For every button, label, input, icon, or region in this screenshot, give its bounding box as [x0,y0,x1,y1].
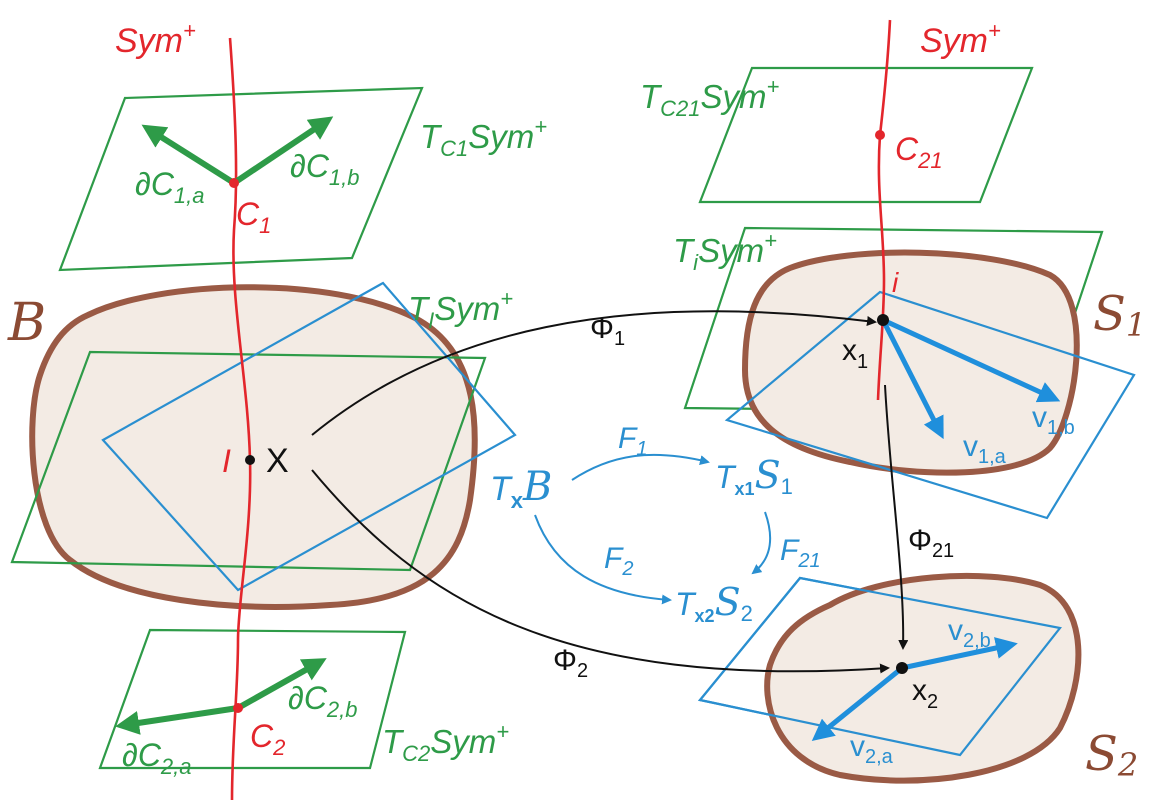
label-x2: x2 [912,674,938,713]
label-i-small: i [892,267,899,298]
point-c2 [233,703,243,713]
point-c21 [875,130,885,140]
label-x1: x1 [842,334,868,373]
map-f1 [571,453,710,481]
label-body-s2: S2 [1085,726,1138,784]
map-phi21 [884,384,909,650]
label-dc2b: ∂C2,b [288,680,358,722]
label-dc1b: ∂C1,b [290,148,360,190]
tangent-label-i-left: TISym+ [408,286,513,333]
map-f21 [751,511,772,575]
label-v2b: v2,b [948,614,991,652]
label-dc2a: ∂C2,a [122,737,192,779]
label-v1b: v1,b [1032,401,1075,439]
sym-label-right: Sym+ [920,18,1001,60]
label-f21: F21 [780,534,821,572]
point-x2 [896,662,908,674]
vector-v2b [901,637,1018,671]
label-body-b: B [7,293,46,353]
tangent-plane-s1-blue [724,290,1136,520]
vector-v1b [881,317,1061,403]
label-f2: F2 [604,542,633,580]
vector-v1a [880,318,944,440]
tangent-label-c2: TC2Sym+ [382,719,509,766]
vector-dc2b [236,658,327,711]
point-i-big [245,455,255,465]
label-phi21: Φ21 [908,524,954,562]
label-tx2s2: Tx2S2 [675,580,753,626]
vector-dc1b [232,116,334,186]
label-c21: C21 [895,131,943,173]
point-c1 [229,178,239,188]
sym-curve-right [876,19,892,401]
body-b [29,284,478,610]
tangent-plane-c21 [698,66,1034,204]
tangent-label-i-right: TiSym+ [673,228,777,275]
label-x: X [266,442,289,480]
point-x1 [877,314,889,326]
vector-dc2a [115,705,239,735]
tangent-plane-b-blue [101,281,517,592]
label-tx1s1: Tx1S1 [715,453,793,499]
label-txb: TxB [490,464,552,513]
label-i-big: I [222,443,231,479]
label-c1: C1 [236,196,271,238]
map-phi1 [311,310,877,436]
map-f2 [534,514,672,605]
map-phi2 [311,469,890,674]
tangent-plane-b-green [10,350,487,572]
tangent-plane-s2-blue-overlay [698,576,1062,757]
label-body-s1: S1 [1093,286,1146,344]
label-c2: C2 [250,718,285,760]
vector-v2a [811,666,904,742]
body-s1 [741,249,1080,476]
tangent-plane-c1 [58,86,424,272]
vector-dc1a [141,124,236,186]
sym-label-left: Sym+ [115,18,196,60]
tangent-label-c1: TC1Sym+ [420,114,547,161]
label-dc1a: ∂C1,a [135,166,205,208]
label-phi2: Φ2 [553,644,588,682]
label-f1: F1 [618,422,647,460]
label-v2a: v2,a [850,730,894,768]
label-phi1: Φ1 [590,312,625,350]
body-s2 [764,572,1082,784]
tangent-label-c21: TC21Sym+ [640,74,780,121]
label-v1a: v1,a [963,430,1007,468]
